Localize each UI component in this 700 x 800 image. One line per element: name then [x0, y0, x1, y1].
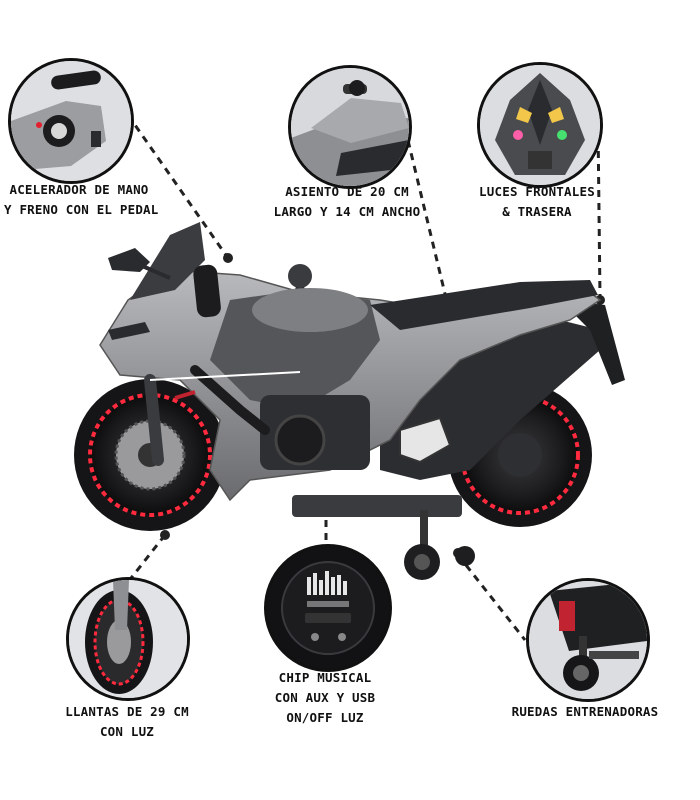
wheels-label-line-2: CON LUZ — [99, 724, 155, 739]
trainer-wheels-label-line-1: RUEDAS ENTRENADORAS — [511, 704, 659, 719]
wheel-detail-circle — [66, 577, 190, 701]
front-wheel — [74, 379, 226, 531]
throttle-detail-image — [11, 61, 131, 181]
throttle-detail-circle — [8, 58, 134, 184]
lights-detail-image — [480, 65, 600, 185]
music-chip-label-line-3: ON/OFF LUZ — [286, 710, 364, 725]
lights-detail-circle — [477, 62, 603, 188]
music-chip-label-line-2: CON AUX Y USB — [274, 690, 376, 705]
leader-lines — [126, 114, 602, 641]
lights-label: LUCES FRONTALES & TRASERA — [452, 182, 622, 222]
wheels-label: LLANTAS DE 29 CM CON LUZ — [42, 702, 212, 742]
music-chip-label: CHIP MUSICAL CON AUX Y USB ON/OFF LUZ — [245, 668, 405, 728]
throttle-brake-label-line-1: ACELERADOR DE MANO — [9, 182, 149, 197]
wheels-label-line-1: LLANTAS DE 29 CM — [65, 704, 189, 719]
lights-label-line-1: LUCES FRONTALES — [479, 184, 595, 199]
seat-detail-circle — [288, 65, 412, 189]
music-chip-label-line-1: CHIP MUSICAL — [278, 670, 372, 685]
lights-label-line-2: & TRASERA — [502, 204, 572, 219]
trainer-wheels-detail-image — [529, 581, 647, 699]
trainer-wheels-label: RUEDAS ENTRENADORAS — [500, 702, 670, 722]
wheel-detail-image — [69, 580, 187, 698]
music-chip-detail-image — [267, 547, 389, 669]
seat-size-label: ASIENTO DE 20 CM LARGO Y 14 CM ANCHO — [262, 182, 432, 222]
trainer-wheel — [404, 510, 475, 580]
throttle-brake-label-line-2: Y FRENO CON EL PEDAL — [4, 202, 159, 217]
seat-size-label-line-1: ASIENTO DE 20 CM — [285, 184, 409, 199]
trainer-wheels-detail-circle — [526, 578, 650, 702]
throttle-brake-label: ACELERADOR DE MANO Y FRENO CON EL PEDAL — [4, 180, 159, 220]
seat-detail-image — [291, 68, 409, 186]
seat-size-label-line-2: LARGO Y 14 CM ANCHO — [273, 204, 421, 219]
music-chip-detail-circle — [264, 544, 392, 672]
